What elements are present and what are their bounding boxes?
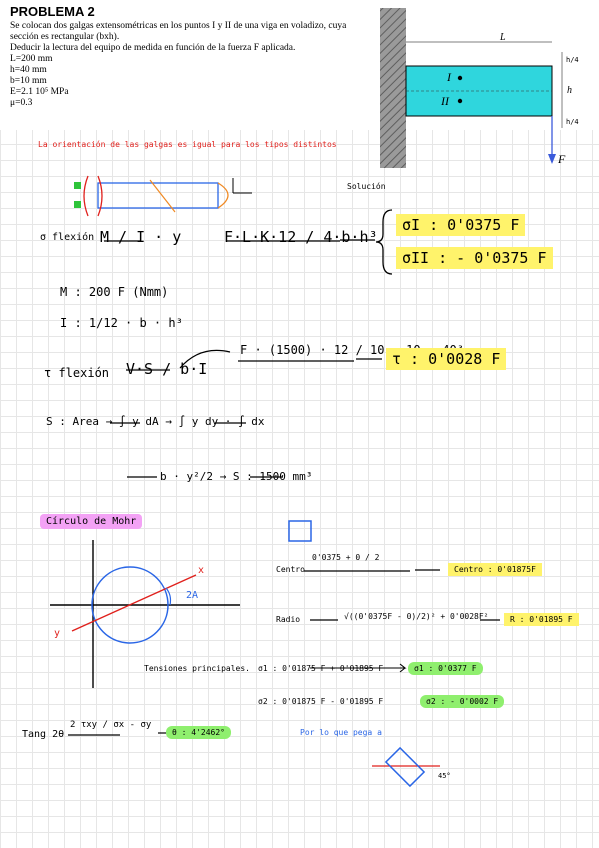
tang-calculation: 2 τxy / σx - σy <box>70 720 152 730</box>
h-label: h <box>567 85 572 96</box>
moment-line: M : 200 F (Nmm) <box>60 285 169 299</box>
sigma-1-calculation: σ1 : 0'01875 F + 0'01895 F <box>258 664 384 673</box>
centro-label: Centro <box>276 565 305 574</box>
statement-line-2: sección es rectangular (bxh). <box>10 32 120 42</box>
angle-45-label: 45° <box>438 772 451 780</box>
solution-header: Solución <box>347 182 386 191</box>
centro-calculation: 0'0375 + 0 / 2 <box>312 553 380 562</box>
result-tang: θ : 4'2462° <box>166 726 231 739</box>
tang-label: Tang 2θ <box>22 729 65 740</box>
given-mu: μ=0.3 <box>10 98 33 108</box>
radio-calculation: √((0'0375F - 0)/2)² + 0'0028F² <box>344 612 489 621</box>
problem-statement: PROBLEMA 2 Se colocan dos galgas extenso… <box>0 0 599 130</box>
length-label: L <box>500 32 506 43</box>
h4-label-bottom: h/4 <box>566 118 579 126</box>
point-II <box>457 98 463 104</box>
force-arrow <box>548 154 556 164</box>
sigma-substitution: F·L·K·12 / 4·b·h³ <box>224 228 378 246</box>
given-h: h=40 mm <box>10 65 47 75</box>
red-note: La orientación de las galgas es igual pa… <box>38 140 337 149</box>
result-centro: Centro : 0'01875F <box>448 563 542 576</box>
mohr-y-label: y <box>54 628 61 639</box>
sigma-2-calculation: σ2 : 0'01875 F - 0'01895 F <box>258 697 384 706</box>
point-I <box>457 75 463 81</box>
first-moment-line: S : Area → ∫ y dA → ∫ y dy · ∫ dx <box>46 415 265 428</box>
statement-line-1: Se colocan dos galgas extensométricas en… <box>10 21 347 31</box>
problem-title: PROBLEMA 2 <box>10 4 95 19</box>
result-tau: τ : 0'0028 F <box>386 348 507 370</box>
result-sigma-2: σ2 : - 0'0002 F <box>420 695 505 708</box>
beam-sketch <box>74 175 252 217</box>
point-II-label: II <box>441 94 449 108</box>
given-L: L=200 mm <box>10 54 53 64</box>
angle-2a-label: 2A <box>186 590 199 601</box>
result-sigma-I: σI : 0'0375 F <box>396 214 526 236</box>
inertia-line: I : 1/12 · b · h³ <box>60 316 183 330</box>
result-brace <box>375 209 393 275</box>
cantilever-figure <box>380 8 563 168</box>
sigma-formula: M / I · y <box>100 228 182 246</box>
mohr-x-label: x <box>198 565 205 576</box>
sigma-flexion-label: σ flexión <box>40 232 95 243</box>
mohr-title: Círculo de Mohr <box>40 514 143 529</box>
point-I-label: I <box>447 70 451 84</box>
por-note: Por lo que pega a <box>300 728 382 737</box>
radio-label: Radio <box>276 615 301 624</box>
result-radio: R : 0'01895 F <box>504 613 579 626</box>
wall-hatch <box>380 8 406 168</box>
statement-line-3: Deducir la lectura del equipo de medida … <box>10 43 296 53</box>
mohr-circle-sketch <box>50 540 240 688</box>
result-sigma-1: σ1 : 0'0377 F <box>408 662 483 675</box>
given-E: E=2.1 10⁵ MPa <box>10 87 69 97</box>
force-label: F <box>558 152 566 166</box>
first-moment-result: b · y²/2 → S : 1500 mm³ <box>160 470 313 483</box>
h4-label-top: h/4 <box>566 56 579 64</box>
tau-label: τ flexión <box>44 366 110 380</box>
tensiones-label: Tensiones principales. <box>144 664 250 673</box>
result-sigma-II: σII : - 0'0375 F <box>396 247 553 269</box>
tau-formula: V·S / b·I <box>126 360 208 378</box>
given-b: b=10 mm <box>10 76 47 86</box>
